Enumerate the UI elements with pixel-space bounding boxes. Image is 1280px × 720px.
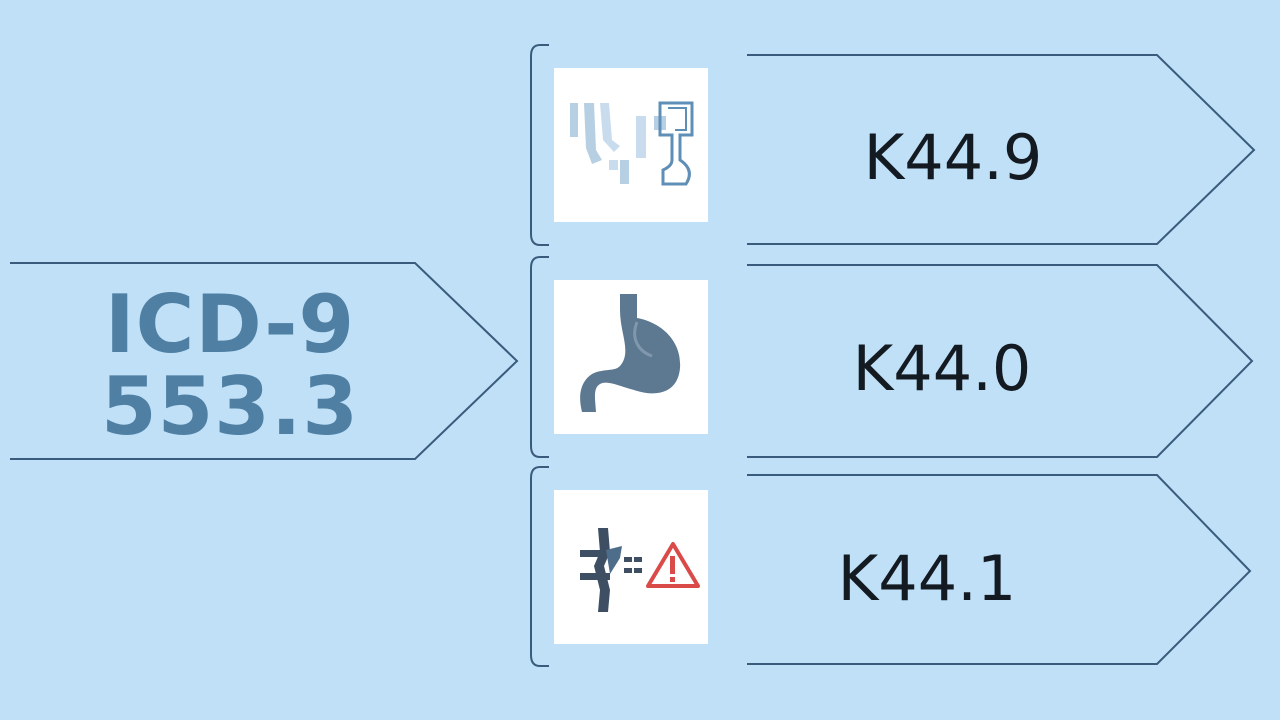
target-arrow-3 bbox=[747, 474, 1252, 665]
icon-box-1 bbox=[554, 68, 708, 222]
source-arrow bbox=[10, 262, 519, 460]
target-arrow-2 bbox=[747, 264, 1254, 458]
bracket-1 bbox=[530, 44, 549, 246]
target-arrow-1 bbox=[747, 54, 1256, 245]
target-code-3: K44.1 bbox=[837, 542, 1017, 615]
icon-box-3 bbox=[554, 490, 708, 644]
bracket-2 bbox=[530, 256, 549, 458]
target-code-2: K44.0 bbox=[852, 332, 1032, 405]
target-code-1: K44.9 bbox=[863, 121, 1043, 194]
hernia-diagram-icon bbox=[570, 101, 694, 186]
stomach-icon bbox=[580, 294, 681, 412]
bracket-3 bbox=[530, 466, 549, 667]
source-code-label: ICD-9 bbox=[104, 278, 356, 371]
obstruction-warning-icon bbox=[580, 528, 700, 612]
source-code-value: 553.3 bbox=[100, 360, 360, 453]
